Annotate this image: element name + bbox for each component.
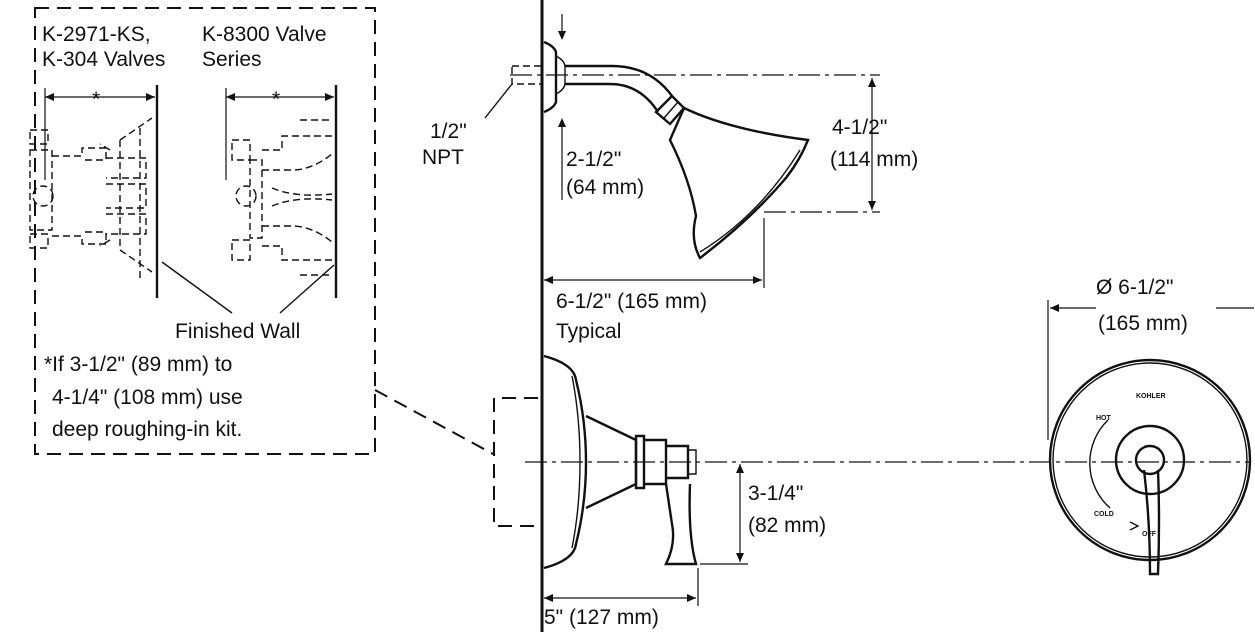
thread-leader <box>484 83 513 119</box>
arm-offset-line-2: (64 mm) <box>566 176 644 199</box>
off-label: OFF <box>1142 531 1157 538</box>
valve-body-1 <box>29 117 153 280</box>
thread-label-line-2: NPT <box>422 146 464 169</box>
collar-band <box>663 101 679 119</box>
valve-group-2-line-2: Series <box>202 48 262 71</box>
arrowhead <box>558 118 566 127</box>
valve-inset: K-2971-KS, K-304 Valves K-8300 Valve Ser… <box>29 7 376 455</box>
arm-offset-line-1: 2-1/2" <box>566 148 621 171</box>
thread-label-line-1: 1/2" <box>430 120 467 143</box>
handle-hub-front <box>1114 424 1186 496</box>
escutcheon-edge <box>571 375 581 549</box>
footnote-line-3: deep roughing-in kit. <box>52 418 242 441</box>
shower-arm <box>565 64 673 113</box>
handle-lever <box>664 483 698 566</box>
trim-depth-label: 5" (127 mm) <box>544 606 659 629</box>
hot-label: HOT <box>1096 415 1112 422</box>
finished-wall-leader-2 <box>279 264 335 314</box>
finished-wall-leader-1 <box>161 261 233 314</box>
diameter-line-2: (165 mm) <box>1098 312 1188 335</box>
cold-label: COLD <box>1094 511 1114 518</box>
arm-collar <box>654 94 686 126</box>
flange-ring <box>555 55 566 95</box>
arrowhead <box>558 31 566 40</box>
threaded-nipple <box>511 65 543 85</box>
valve-rough-body <box>493 397 538 527</box>
inset-border <box>34 7 376 455</box>
valve-body-2 <box>231 119 333 276</box>
spray-nozzles <box>711 159 799 249</box>
arm-flange <box>543 40 558 114</box>
finished-wall-label: Finished Wall <box>175 320 300 343</box>
head-face <box>699 149 801 253</box>
projection-line-2: Typical <box>556 320 621 343</box>
valve-group-1-line-2: K-304 Valves <box>42 48 165 71</box>
handle-height-line-1: 3-1/4" <box>748 482 803 505</box>
temperature-arc <box>1089 419 1111 509</box>
head-drop-line-2: (114 mm) <box>830 148 918 171</box>
arrow-icon <box>1129 521 1140 531</box>
inset-leader <box>374 389 496 456</box>
handle-height-line-2: (82 mm) <box>748 514 826 537</box>
shower-head <box>668 106 810 260</box>
head-drop-line-1: 4-1/2" <box>832 116 887 139</box>
footnote-line-1: *If 3-1/2" (89 mm) to <box>44 353 232 376</box>
footnote-line-2: 4-1/4" (108 mm) use <box>52 386 243 409</box>
shower-arm-assembly: 1/2" NPT 2-1/2" (64 mm) 4-1/2" (114 mm) … <box>422 14 918 343</box>
valve-group-1-line-1: K-2971-KS, <box>42 23 151 46</box>
brand-label: KOHLER <box>1136 393 1166 400</box>
escutcheon-profile <box>543 354 588 570</box>
handle-cap <box>688 449 697 475</box>
valve-group-2-line-1: K-8300 Valve <box>202 23 327 46</box>
handle-lever-front <box>1142 469 1161 576</box>
projection-line-1: 6-1/2" (165 mm) <box>556 290 707 313</box>
escutcheon-front: Ø 6-1/2" (165 mm) KOHLER HOT COLD OFF <box>1047 276 1254 576</box>
handle-cap-front <box>1134 444 1166 476</box>
dimension-mark-1: * <box>92 88 100 111</box>
arrowhead <box>1050 304 1059 312</box>
dimension-mark-2: * <box>272 88 280 111</box>
valve-trim-side: 3-1/4" (82 mm) 5" (127 mm) <box>493 354 1250 629</box>
diameter-line-1: Ø 6-1/2" <box>1096 276 1174 299</box>
